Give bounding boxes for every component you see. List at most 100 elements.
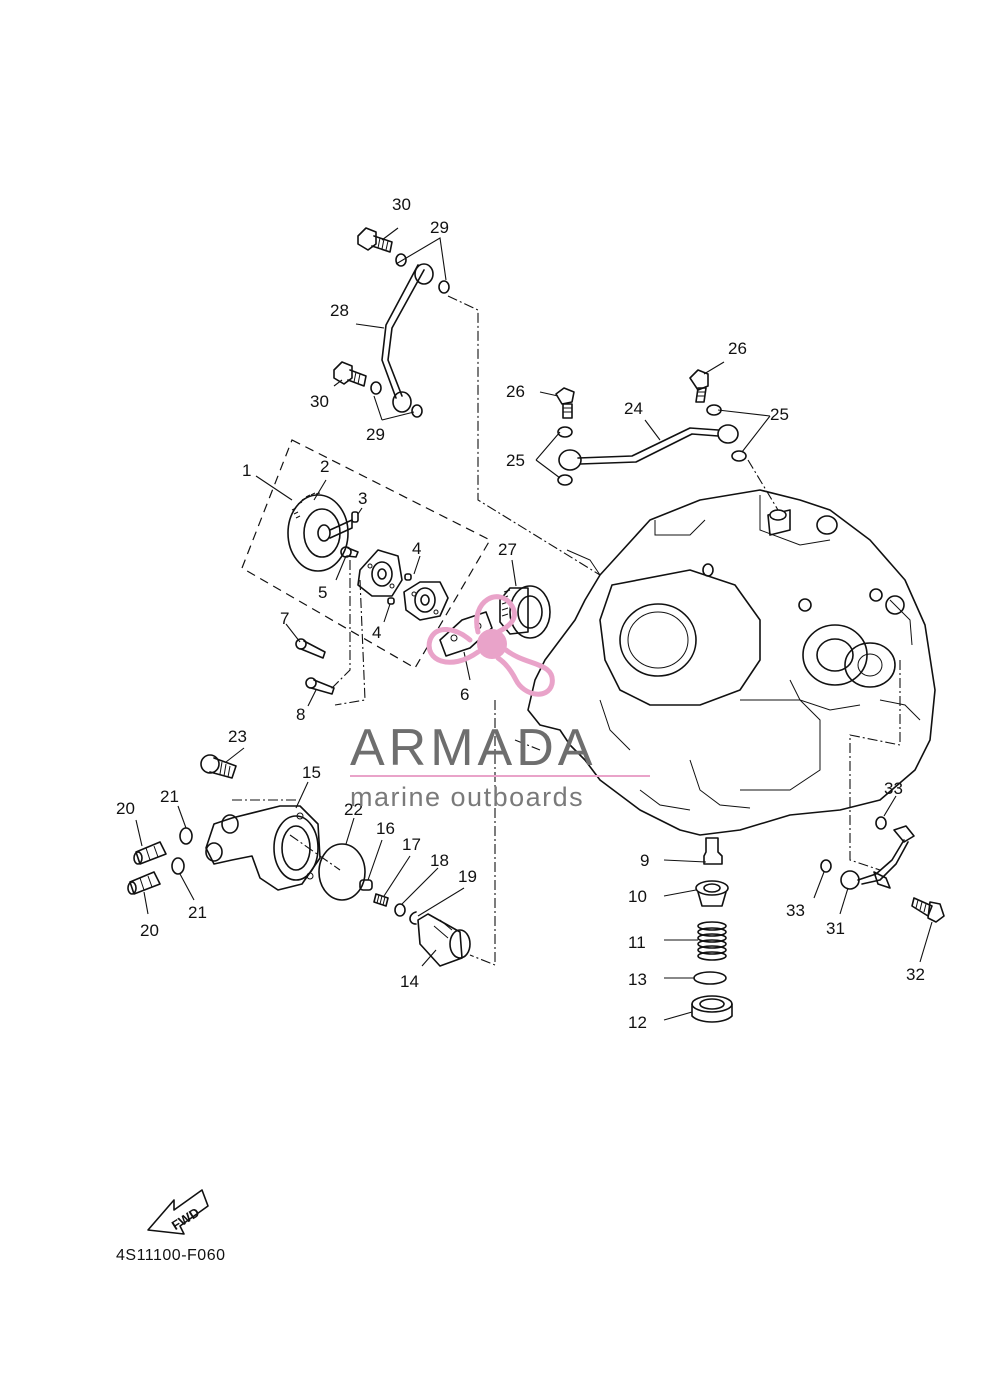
fitting-20-top bbox=[133, 841, 167, 865]
callout-20-top: 20 bbox=[116, 799, 135, 818]
oil-pipe-28 bbox=[381, 263, 434, 413]
callout-28: 28 bbox=[330, 301, 349, 320]
pump-pin-lower bbox=[387, 597, 395, 605]
callout-16: 16 bbox=[376, 819, 395, 838]
washer-29-d bbox=[411, 404, 423, 418]
callout-4-lower: 4 bbox=[372, 623, 381, 642]
washer-29-b bbox=[438, 280, 450, 294]
pump-pin-upper bbox=[404, 573, 412, 581]
propeller-logo-icon bbox=[426, 594, 555, 697]
callout-26-right: 26 bbox=[728, 339, 747, 358]
plug-12 bbox=[691, 995, 733, 1023]
callout-25-right: 25 bbox=[770, 405, 789, 424]
union-bolt-26-right bbox=[689, 369, 709, 403]
callout-11: 11 bbox=[628, 933, 646, 952]
union-bolt-30-bottom bbox=[333, 361, 367, 387]
callout-21-top: 21 bbox=[160, 787, 179, 806]
callout-1: 1 bbox=[242, 461, 251, 480]
callout-2: 2 bbox=[320, 457, 329, 476]
washer-21-b bbox=[171, 857, 185, 875]
callout-31: 31 bbox=[826, 919, 845, 938]
callout-labels: 1 2 3 4 4 5 6 7 8 9 10 11 13 12 14 15 16… bbox=[116, 195, 925, 1032]
washer-33-a bbox=[875, 816, 887, 830]
watermark: ARMADA marine outboards bbox=[350, 594, 650, 812]
callout-8: 8 bbox=[296, 705, 305, 724]
oil-pump-assembly-box bbox=[241, 439, 491, 669]
union-bolt-30-top bbox=[357, 227, 393, 253]
callout-33-top: 33 bbox=[884, 779, 903, 798]
callout-29-top: 29 bbox=[430, 218, 449, 237]
washer-25-b bbox=[557, 474, 573, 486]
fitting-20-bottom bbox=[127, 871, 161, 895]
o-ring-13 bbox=[693, 971, 727, 985]
callout-32: 32 bbox=[906, 965, 925, 984]
callout-33-bottom: 33 bbox=[786, 901, 805, 920]
callout-15: 15 bbox=[302, 763, 321, 782]
clip-19 bbox=[409, 911, 417, 925]
dowel-pin bbox=[351, 511, 359, 523]
watermark-brand-name: ARMADA bbox=[350, 719, 596, 777]
alignment-lines bbox=[232, 295, 901, 966]
callout-27: 27 bbox=[498, 540, 517, 559]
spring-17 bbox=[373, 893, 389, 907]
oil-filter-14 bbox=[417, 913, 471, 967]
callout-20-bottom: 20 bbox=[140, 921, 159, 940]
spring-11 bbox=[697, 921, 727, 961]
leader-lines bbox=[135, 227, 933, 1021]
screw-7 bbox=[295, 638, 326, 659]
screw-8 bbox=[305, 677, 335, 695]
pump-cover bbox=[403, 581, 449, 621]
oil-pipe-24 bbox=[558, 424, 739, 471]
callout-9: 9 bbox=[640, 851, 649, 870]
callout-12: 12 bbox=[628, 1013, 647, 1032]
crankcase bbox=[527, 489, 936, 836]
spring-16 bbox=[359, 879, 373, 891]
sensor-lead-31 bbox=[840, 825, 915, 890]
washer-25-a bbox=[557, 426, 573, 438]
logo-blade-right bbox=[495, 647, 555, 697]
watermark-tagline: marine outboards bbox=[350, 782, 584, 812]
callout-4-upper: 4 bbox=[412, 539, 421, 558]
callout-19: 19 bbox=[458, 867, 477, 886]
logo-blade-top bbox=[474, 594, 517, 635]
callout-5: 5 bbox=[318, 583, 327, 602]
callout-18: 18 bbox=[430, 851, 449, 870]
o-ring-22 bbox=[318, 843, 366, 901]
callout-26-left: 26 bbox=[506, 382, 525, 401]
drain-plug-10 bbox=[695, 880, 729, 907]
oil-pump-gear bbox=[287, 492, 353, 572]
drive-gear bbox=[499, 585, 551, 639]
callout-25-left: 25 bbox=[506, 451, 525, 470]
callout-21-bottom: 21 bbox=[188, 903, 207, 922]
bolt-32 bbox=[911, 897, 945, 923]
bolt-23 bbox=[200, 754, 237, 779]
callout-30-bottom: 30 bbox=[310, 392, 329, 411]
callout-6: 6 bbox=[460, 685, 469, 704]
callout-3: 3 bbox=[358, 489, 367, 508]
union-bolt-26-left bbox=[555, 387, 575, 419]
callout-29-bottom: 29 bbox=[366, 425, 385, 444]
washer-25-d bbox=[731, 450, 747, 462]
washer-21-a bbox=[179, 827, 193, 845]
washer-29-c bbox=[370, 381, 382, 395]
callout-7: 7 bbox=[280, 609, 289, 628]
callout-17: 17 bbox=[402, 835, 421, 854]
pump-rotor-housing bbox=[357, 549, 403, 597]
washer-33-b bbox=[820, 859, 832, 873]
fwd-arrow-icon: FWD bbox=[147, 1189, 209, 1235]
diagram-code: 4S11100-F060 bbox=[116, 1247, 226, 1264]
callout-30-top: 30 bbox=[392, 195, 411, 214]
callout-23: 23 bbox=[228, 727, 247, 746]
callout-10: 10 bbox=[628, 887, 647, 906]
callout-24: 24 bbox=[624, 399, 643, 418]
callout-14: 14 bbox=[400, 972, 419, 991]
washer-18 bbox=[394, 903, 406, 917]
strainer-bolt-9 bbox=[703, 837, 723, 865]
washer-29-a bbox=[395, 253, 407, 267]
callout-22: 22 bbox=[344, 800, 363, 819]
filter-housing-15 bbox=[205, 805, 321, 891]
callout-13: 13 bbox=[628, 970, 647, 989]
logo-blade-left bbox=[426, 627, 481, 665]
logo-hub bbox=[477, 629, 507, 659]
